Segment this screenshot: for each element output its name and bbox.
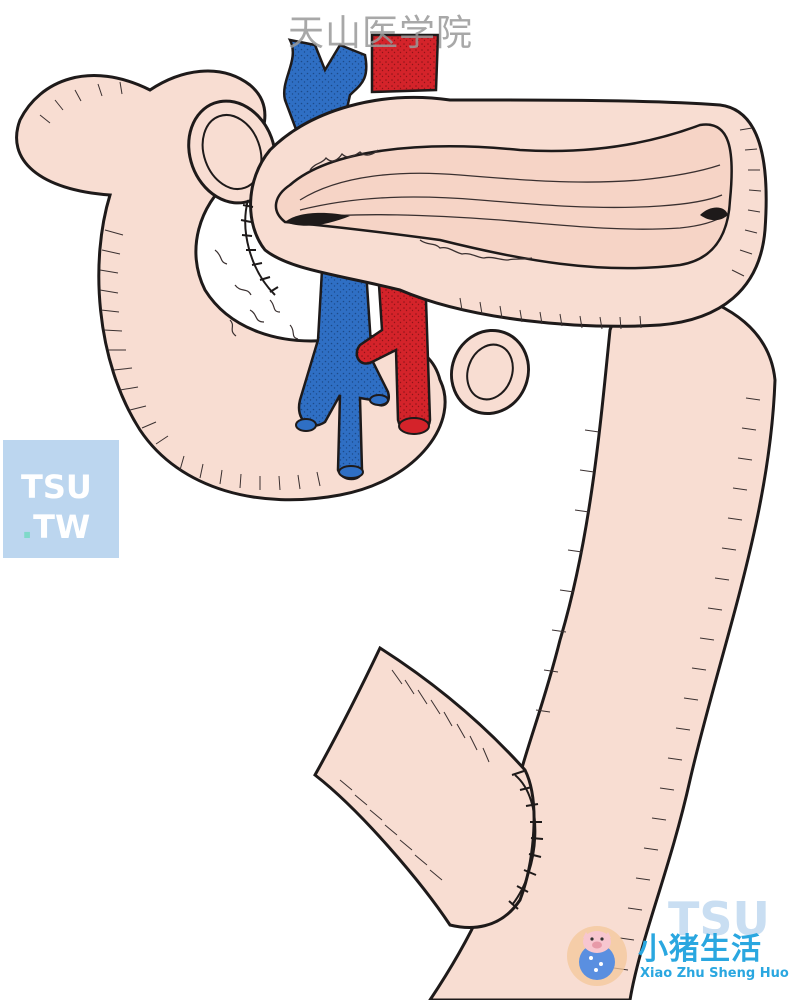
tsu-logo: TSU .TW [3, 440, 119, 558]
tsu-logo-line2-text: TW [33, 508, 91, 546]
pig-mascot-icon [567, 926, 627, 986]
brand-background-text: TSU [668, 892, 770, 946]
brand-english-name: Xiao Zhu Sheng Huo [640, 966, 789, 981]
opened-lumen [274, 123, 733, 270]
roux-limb [313, 645, 536, 929]
brand-watermark: TSU 小猪生活 Xiao Zhu Sheng Huo [560, 892, 800, 992]
vein-upper [282, 38, 368, 142]
artery-upper [370, 33, 440, 94]
watermark-title: 天山医学院 [288, 13, 474, 54]
tsu-logo-dot: . [21, 508, 34, 546]
brand-chinese-name: 小猪生活 [638, 932, 762, 967]
tsu-logo-line1: TSU [21, 468, 92, 506]
tsu-logo-line2: .TW [21, 508, 90, 546]
bowel-cut-end-right [450, 328, 530, 416]
